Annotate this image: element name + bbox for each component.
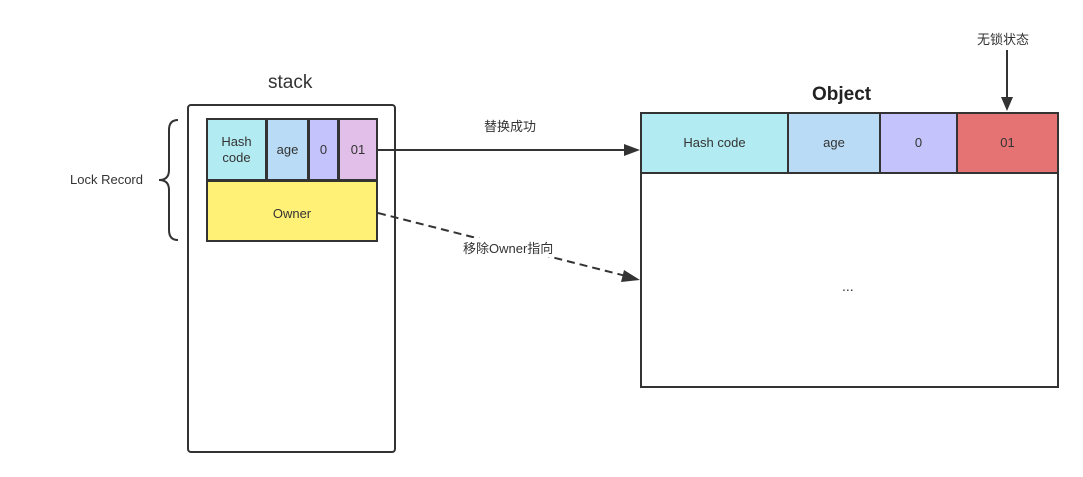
remove-owner-arrowhead <box>621 270 640 282</box>
lock-record-label: Lock Record <box>70 172 143 187</box>
object-lock-bits-cell: 01 <box>956 112 1059 174</box>
status-arrowhead <box>1001 97 1013 111</box>
remove-owner-arrow-line <box>377 212 627 277</box>
lock-record-brace <box>158 119 179 241</box>
object-body-ellipsis: ... <box>842 278 854 294</box>
stack-title: stack <box>268 72 313 93</box>
stack-hash-line1: Hash <box>221 133 252 149</box>
replace-arrowhead <box>624 144 640 156</box>
replace-success-label: 替换成功 <box>484 119 537 134</box>
stack-hash-line2: code <box>222 149 251 165</box>
stack-lock-bits-cell: 01 <box>338 118 378 181</box>
stack-hash-cell: Hash code <box>206 118 267 181</box>
stack-owner-cell: Owner <box>206 180 378 242</box>
remove-owner-label: 移除Owner指向 <box>462 238 555 257</box>
object-title: Object <box>812 84 872 105</box>
object-status-label: 无锁状态 <box>977 32 1030 47</box>
object-age-cell: age <box>787 112 881 174</box>
object-bit-cell: 0 <box>879 112 958 174</box>
object-hash-cell: Hash code <box>640 112 789 174</box>
